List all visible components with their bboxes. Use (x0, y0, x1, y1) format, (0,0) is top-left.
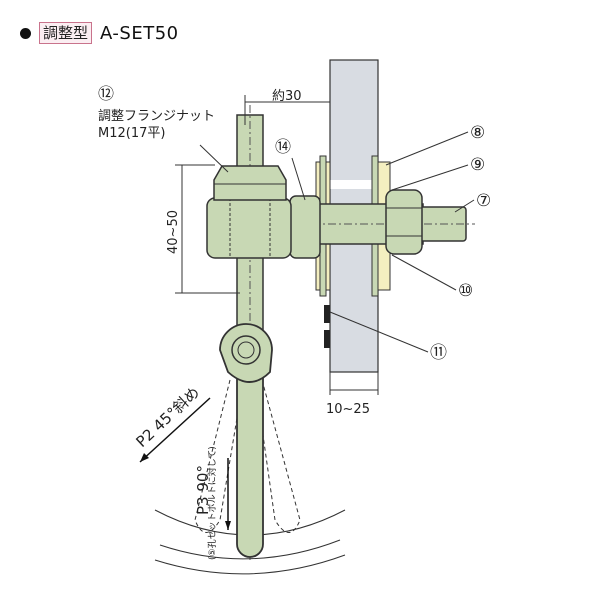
swing-right (257, 379, 301, 533)
part12-name: 調整フランジナット (98, 109, 215, 124)
callout-11: ⑪ (430, 343, 447, 363)
hex-nut-right (385, 189, 423, 255)
lever-handle (236, 364, 264, 558)
clip-block (324, 330, 330, 348)
adjust-block (206, 197, 292, 259)
bullet-icon (20, 27, 31, 39)
clip-block (324, 305, 330, 323)
callout-10: ⑩ (458, 281, 473, 301)
nut-14 (289, 195, 321, 259)
swing-left (194, 379, 241, 533)
p2-label: P2 45°斜め (132, 383, 203, 451)
flange-nut-12 (213, 165, 287, 201)
model-name: A-SET50 (100, 22, 179, 44)
dim-10-25: 10~25 (326, 402, 370, 417)
p3-label: P3 90° (194, 465, 212, 515)
callout-14: ⑭ (275, 137, 291, 156)
callout-7: ⑦ (476, 191, 491, 211)
wall-hole (330, 180, 378, 189)
type-badge: 調整型 (39, 22, 93, 44)
dim-40-50: 40~50 (166, 210, 181, 254)
callout-8: ⑧ (470, 123, 485, 143)
part12-spec: M12(17平) (98, 126, 165, 141)
callout-9: ⑨ (470, 155, 485, 175)
title: 調整型 A-SET50 (20, 22, 179, 44)
callout-12: ⑫ (98, 84, 114, 103)
p3-note: (⑤孔セットボルトに対して) (206, 446, 218, 560)
dim-approx30: 約30 (272, 89, 302, 104)
p2-arrow (139, 397, 211, 463)
